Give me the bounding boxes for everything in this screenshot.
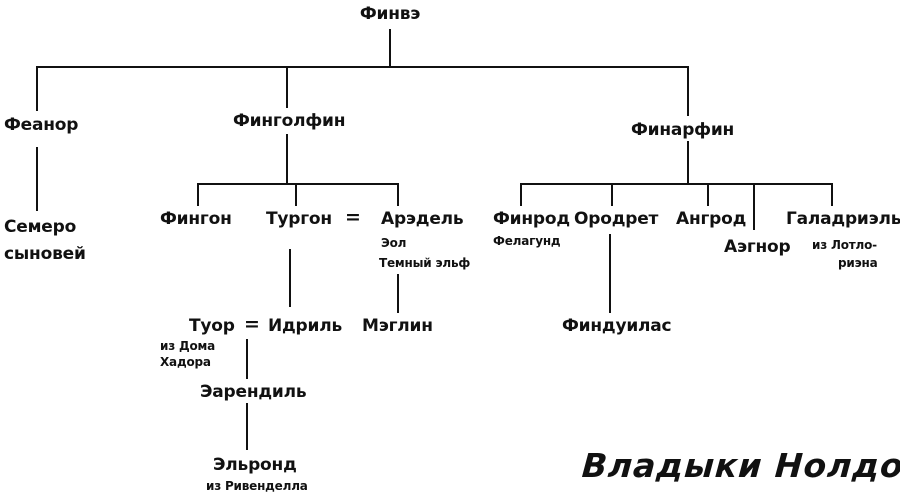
elrond-note: из Ривенделла	[206, 479, 308, 493]
aredhel-note-line-1: Эол	[381, 236, 407, 250]
person-finrod: Финрод	[493, 209, 570, 229]
person-finarfin: Финарфин	[631, 120, 735, 140]
finrod-note: Фелагунд	[493, 234, 561, 248]
tuor-note-line-1: из Дома	[160, 339, 215, 353]
person-turgon: Тургон	[266, 209, 332, 229]
diagram-title: Владыки Нолдор	[580, 446, 900, 485]
person-angrod: Ангрод	[676, 209, 747, 229]
person-maeglin: Мэглин	[362, 316, 433, 336]
person-aredhel: Арэдель	[381, 209, 464, 229]
seven-sons-line-2: сыновей	[4, 244, 86, 264]
marriage-sign-turgon: =	[345, 206, 361, 228]
person-tuor: Туор	[189, 316, 235, 336]
tuor-note-line-2: Хадора	[160, 355, 211, 369]
person-idril: Идриль	[268, 316, 343, 336]
person-fingolfin: Финголфин	[233, 111, 346, 131]
person-galadriel: Галадриэль	[786, 209, 900, 229]
person-feanor: Феанор	[4, 115, 79, 135]
person-elrond: Эльронд	[213, 455, 297, 475]
seven-sons-line-1: Семеро	[4, 217, 77, 237]
galadriel-note-line-1: из Лотло-	[812, 238, 877, 252]
person-finduilas: Финдуилас	[562, 316, 672, 336]
person-fingon: Фингон	[160, 209, 232, 229]
person-finwe: Финвэ	[359, 4, 421, 24]
person-aegnor: Аэгнор	[724, 237, 791, 257]
galadriel-note-line-2: риэна	[838, 256, 878, 270]
person-orodreth: Ородрет	[574, 209, 659, 229]
person-earendil: Эарендиль	[200, 382, 307, 402]
marriage-sign-tuor: =	[244, 313, 260, 335]
aredhel-note-line-2: Темный эльф	[379, 256, 471, 270]
